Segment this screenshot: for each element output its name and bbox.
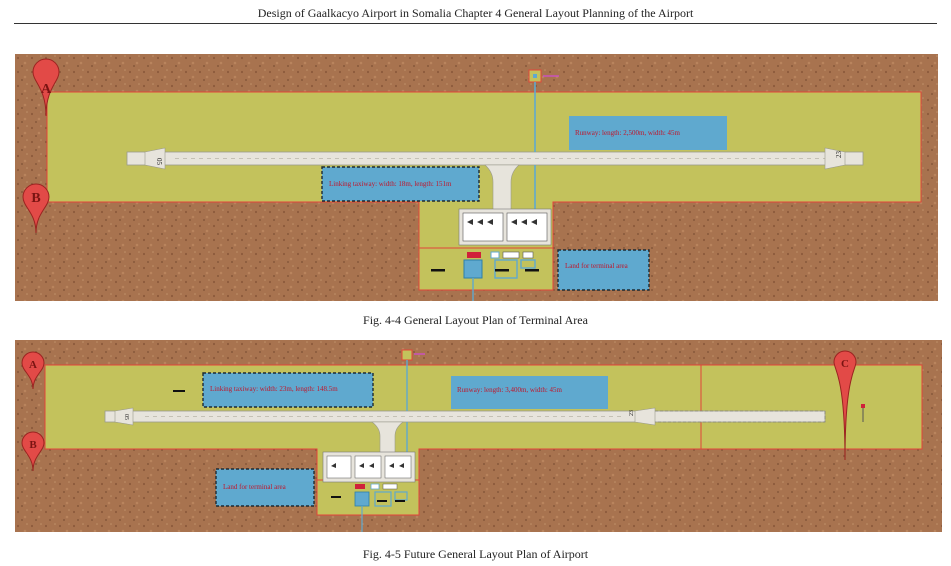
taxiway-label-box: [321, 166, 480, 202]
taxiway-label-box: [202, 372, 374, 408]
runway-end-label-right: 23: [835, 151, 843, 159]
terminal-land-label: Land for terminal area: [223, 483, 287, 491]
marker-a-icon: A: [32, 58, 60, 117]
terminal-land-label-box: [557, 249, 650, 291]
terminal-area-map: 05 23 Runway: length: 2,500m, width: 45m: [15, 54, 938, 301]
page-header: Design of Gaalkacyo Airport in Somalia C…: [257, 6, 694, 20]
header-divider: [14, 23, 937, 24]
runway-label-box: [451, 376, 608, 409]
marker-a-icon: A: [21, 351, 45, 390]
terminal-land-label: Land for terminal area: [565, 262, 629, 270]
svg-text:A: A: [29, 359, 37, 371]
svg-text:A: A: [41, 82, 52, 97]
figure2-caption: Fig. 4-5 Future General Layout Plan of A…: [362, 547, 589, 561]
marker-c-icon: C: [833, 350, 857, 461]
figure-terminal-area-plan: 05 23 Runway: length: 2,500m, width: 45m: [15, 54, 938, 301]
marker-b-icon: B: [21, 431, 45, 472]
runway-label: Runway: length: 2,500m, width: 45m: [575, 129, 681, 137]
taxiway-label: Linking taxiway: width: 23m, length: 148…: [210, 385, 338, 393]
marker-b-icon: B: [22, 183, 50, 234]
figure1-caption: Fig. 4-4 General Layout Plan of Terminal…: [363, 313, 588, 327]
figure-future-layout-plan: 05 23 Linking taxiway: width: [15, 340, 942, 532]
runway-end-label-right: 23: [629, 410, 635, 416]
svg-text:B: B: [31, 191, 40, 206]
svg-text:C: C: [841, 358, 849, 370]
terminal-land-label-box: [215, 468, 315, 507]
runway-end-label-left: 05: [155, 158, 163, 166]
future-layout-map: 05 23 Linking taxiway: width: [15, 340, 942, 532]
taxiway-label: Linking taxiway: width: 18m, length: 151…: [329, 180, 452, 188]
runway-label: Runway: length: 3,400m, width: 45m: [457, 386, 563, 394]
runway-end-label-left: 05: [123, 414, 129, 420]
svg-text:B: B: [29, 439, 37, 451]
navaid-building: [401, 349, 413, 361]
runway-label-box: [569, 116, 727, 150]
